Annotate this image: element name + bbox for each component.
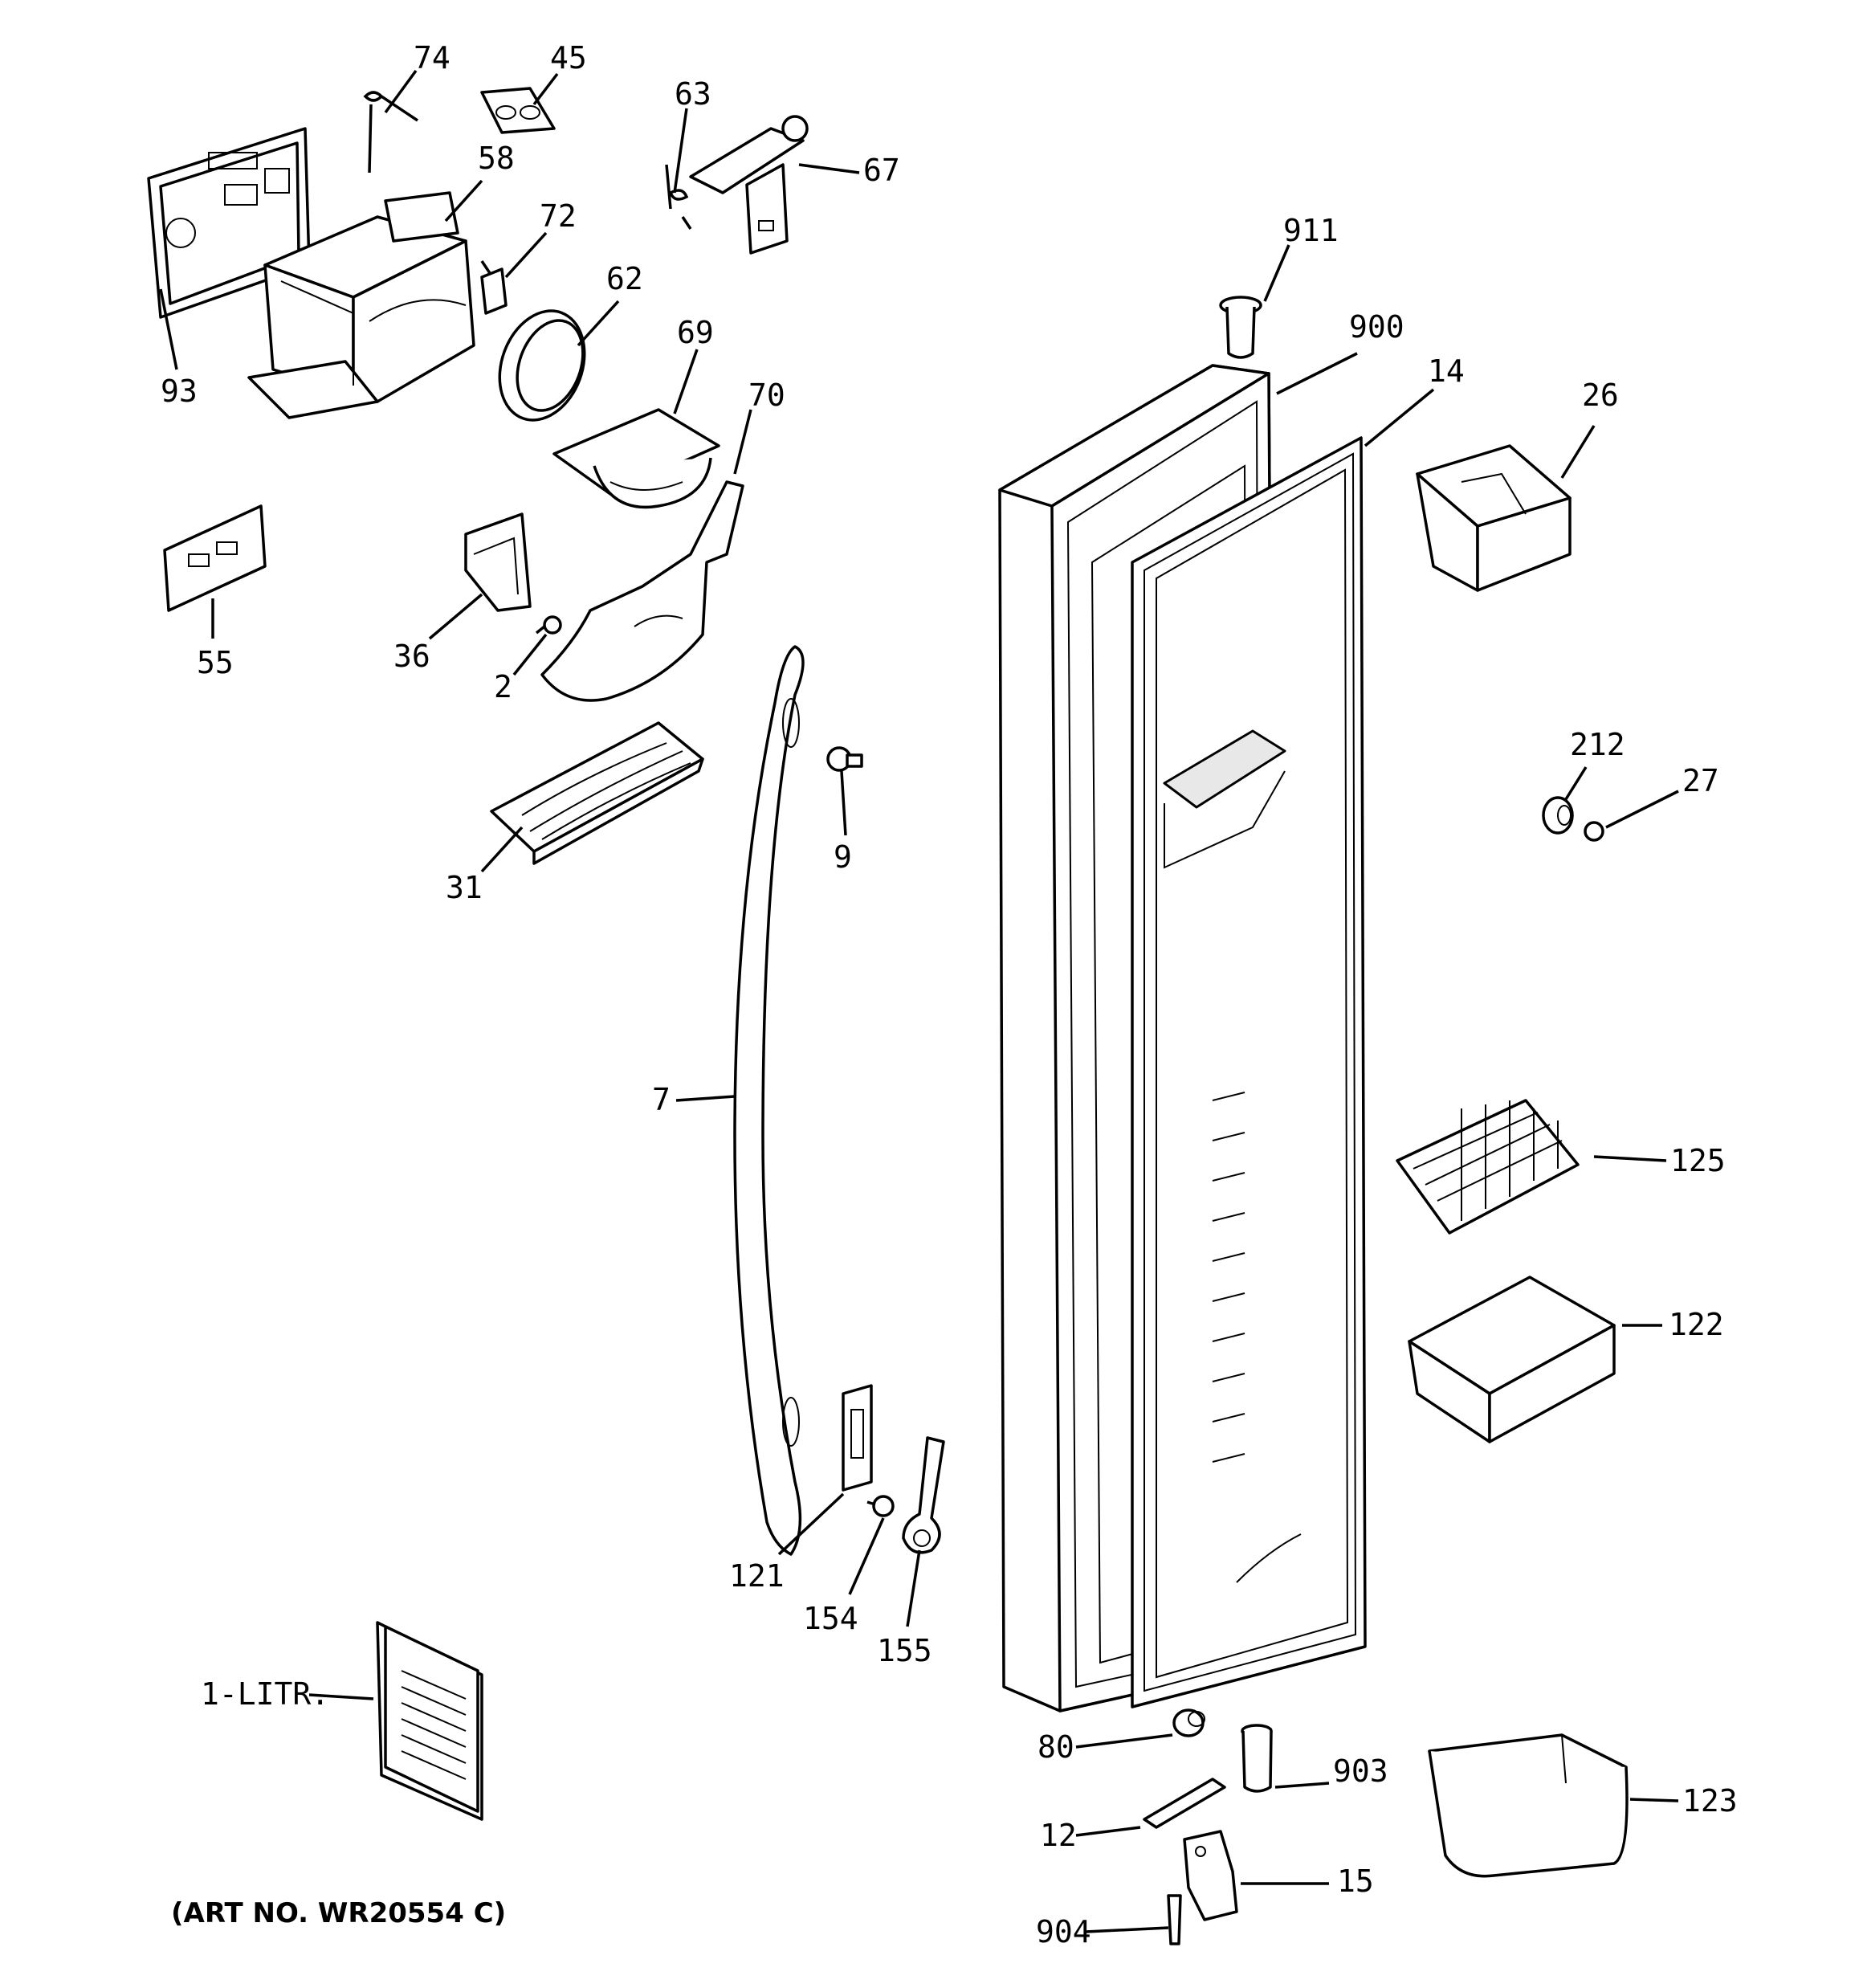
bin-part-123 (1428, 1733, 1629, 1878)
leader-lines (159, 69, 1679, 1933)
label-27: 27 (1682, 763, 1719, 798)
label-62: 62 (606, 261, 643, 296)
hinge-bracket-part-121 (842, 1384, 873, 1492)
screw-part-154 (866, 1495, 895, 1517)
label-72: 72 (540, 198, 577, 234)
dispenser-housing-part-58 (247, 191, 475, 419)
chute-part-69 (552, 408, 720, 509)
label-58: 58 (478, 141, 515, 176)
label-1-litr: 1-LITR. (201, 1676, 329, 1712)
wire-basket-part-125 (1396, 1099, 1580, 1235)
label-55: 55 (197, 645, 234, 680)
label-45: 45 (550, 40, 587, 76)
label-14: 14 (1428, 353, 1465, 389)
label-900: 900 (1349, 309, 1404, 345)
label-69: 69 (677, 315, 714, 350)
board-part-55 (163, 504, 267, 612)
label-2: 2 (494, 669, 512, 704)
bracket-part-36 (464, 512, 532, 612)
arm-part-70 (540, 480, 744, 702)
drip-tray-part-31 (490, 721, 704, 865)
label-903: 903 (1333, 1753, 1388, 1789)
label-911: 911 (1283, 213, 1339, 248)
bin-part-26 (1416, 444, 1572, 592)
label-12: 12 (1040, 1818, 1077, 1853)
pin-part-903 (1241, 1724, 1273, 1793)
label-93: 93 (161, 374, 198, 409)
label-904: 904 (1036, 1914, 1091, 1949)
label-125: 125 (1670, 1143, 1726, 1178)
screw-part-2 (535, 615, 562, 635)
button-part-9 (826, 746, 863, 772)
bin-part-122 (1408, 1276, 1616, 1443)
part-number-labels: 74 45 63 67 58 72 62 93 69 70 55 36 2 9 … (161, 40, 1738, 1949)
cap-part-80 (1172, 1708, 1205, 1737)
label-123: 123 (1682, 1783, 1738, 1819)
switch-part-72 (480, 260, 508, 315)
label-74: 74 (414, 40, 450, 76)
lever-part-67 (689, 115, 809, 255)
label-15: 15 (1337, 1863, 1374, 1899)
label-70: 70 (748, 378, 785, 413)
label-67: 67 (863, 153, 900, 188)
screw-part-904 (1167, 1894, 1182, 1945)
cap-part-212 (1542, 796, 1574, 835)
label-36: 36 (393, 639, 430, 674)
hinge-plate-part-12 (1143, 1778, 1226, 1829)
control-board-part-93 (147, 127, 311, 319)
label-80: 80 (1037, 1729, 1074, 1765)
bracket-part-45 (480, 87, 556, 134)
art-number-caption: (ART NO. WR20554 C) (171, 1897, 506, 1929)
door-gasket-part-14 (1131, 436, 1367, 1708)
label-9: 9 (834, 839, 852, 875)
label-31: 31 (446, 870, 483, 905)
tool-part-155 (902, 1436, 945, 1554)
label-121: 121 (729, 1558, 785, 1594)
label-155: 155 (877, 1633, 932, 1668)
literature-part-1-litr (376, 1621, 483, 1821)
spring-part-74 (363, 91, 418, 173)
label-63: 63 (675, 76, 711, 112)
bushing-part-911 (1219, 296, 1262, 359)
label-212: 212 (1570, 727, 1625, 762)
spring-part-63 (665, 164, 692, 230)
door-handle-part-7 (733, 645, 805, 1556)
label-7: 7 (652, 1082, 671, 1117)
hinge-part-15 (1183, 1830, 1238, 1921)
label-122: 122 (1669, 1307, 1724, 1342)
label-154: 154 (803, 1601, 858, 1636)
screw-part-27 (1584, 821, 1604, 842)
label-26: 26 (1582, 378, 1619, 413)
ring-part-62 (498, 309, 586, 422)
